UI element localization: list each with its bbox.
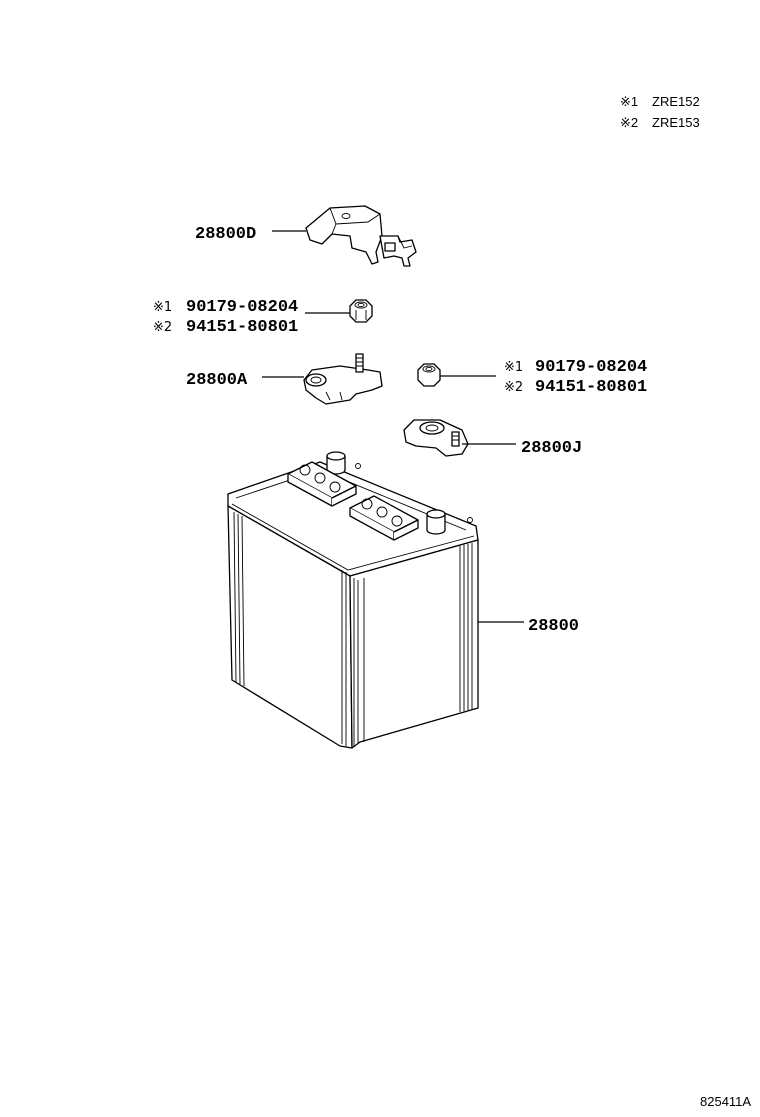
bracket-label: 28800D [195,225,256,244]
nut-left [349,299,373,323]
positive-clamp-label: 28800J [521,439,582,458]
figure-id: 825411A [700,1094,751,1109]
nut-right-mark-1: ※1 [504,360,523,375]
nut-left-part-number-2: 94151-80801 [186,318,298,337]
battery-part [227,451,479,749]
legend-item-2-code: ZRE153 [652,115,700,130]
bracket-part [305,205,417,267]
nut-right-mark-2: ※2 [504,380,523,395]
positive-clamp-part [403,419,469,457]
legend-item-1-code: ZRE152 [652,94,700,109]
nut-right [417,363,441,387]
nut-left-mark-2: ※2 [153,320,172,335]
nut-left-mark-1: ※1 [153,300,172,315]
legend-item-2-mark: ※2 [620,115,638,130]
battery-label: 28800 [528,617,579,636]
negative-clamp-part [303,353,383,405]
negative-clamp-label: 28800A [186,371,248,390]
nut-right-part-number-2: 94151-80801 [535,378,647,397]
legend-item-1-mark: ※1 [620,94,638,109]
nut-right-part-number-1: 90179-08204 [535,358,647,377]
legend: ※1 ZRE152 ※2 ZRE153 [620,94,700,130]
nut-left-part-number-1: 90179-08204 [186,298,298,317]
